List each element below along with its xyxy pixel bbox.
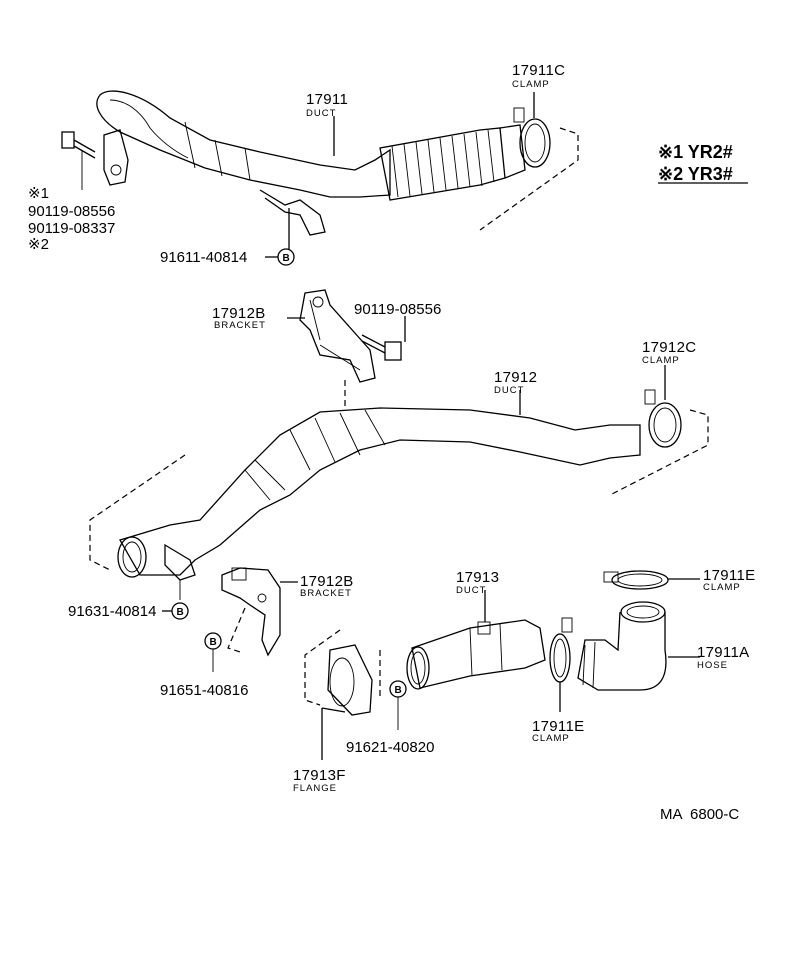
hose-17911a-drawing <box>549 570 700 712</box>
duct-17911-part: 17911 <box>306 91 348 108</box>
bracket-17912b-lower-part: 17912B <box>300 573 354 590</box>
bolt-top-code-1: 90119-08556 <box>28 203 115 220</box>
duct-17912-part: 17912 <box>494 369 537 386</box>
bracket-17912b-lower-name: BRACKET <box>300 588 352 599</box>
duct-17912-drawing <box>89 365 709 600</box>
clamp-17911c-part: 17911C <box>512 62 565 79</box>
nut-91631-code: 91631-40814 <box>68 603 156 620</box>
nut-91621-code: 91621-40820 <box>346 739 434 756</box>
bracket-17912b-lower-drawing <box>221 567 298 657</box>
clamp-17911e-bottom-part: 17911E <box>532 718 584 735</box>
bolt-top-mark-2: ※2 <box>28 236 49 253</box>
clamp-17911e-bottom-name: CLAMP <box>532 733 570 744</box>
hose-17911a-part: 17911A <box>697 644 749 661</box>
bracket-17912b-upper-part: 17912B <box>212 305 266 322</box>
diagram-reference: MA 6800-C <box>660 806 739 823</box>
clamp-17912c-name: CLAMP <box>642 355 680 366</box>
duct-17911-name: DUCT <box>306 108 336 119</box>
duct-17911-drawing <box>61 90 579 250</box>
nut-91621-badge: B <box>395 685 402 696</box>
clamp-17911e-top-part: 17911E <box>703 567 755 584</box>
b-badge-91611 <box>277 248 295 266</box>
flange-17913f-part: 17913F <box>293 767 346 784</box>
clamp-17911c-name: CLAMP <box>512 79 550 90</box>
b-badge-91631 <box>171 602 189 620</box>
flange-17913f-drawing <box>304 629 399 760</box>
duct-17913-name: DUCT <box>456 585 486 596</box>
bolt-top-code-2: 90119-08337 <box>28 220 115 237</box>
nut-91651-badge: B <box>210 637 217 648</box>
legend-row-2: ※2 YR3# <box>658 164 733 184</box>
nut-91651-code: 91651-40816 <box>160 682 248 699</box>
clamp-17911e-top-name: CLAMP <box>703 582 741 593</box>
clamp-17912c-part: 17912C <box>642 339 696 356</box>
duct-17913-part: 17913 <box>456 569 499 586</box>
nut-91611-badge: B <box>283 253 290 264</box>
hose-17911a-name: HOSE <box>697 660 728 671</box>
bracket-17912b-upper-name: BRACKET <box>214 320 266 331</box>
bracket-17912b-upper-drawing <box>287 289 406 410</box>
duct-17913-drawing <box>406 590 546 690</box>
flange-17913f-name: FLANGE <box>293 783 337 794</box>
legend: ※1 YR2# ※2 YR3# <box>658 142 748 184</box>
bolt-top-mark-1: ※1 <box>28 185 49 202</box>
legend-row-1: ※1 YR2# <box>658 142 733 162</box>
nut-91611-code: 91611-40814 <box>160 249 247 266</box>
nut-91631-badge: B <box>177 607 184 618</box>
b-badge-91621 <box>389 680 407 698</box>
bolt-90119-code: 90119-08556 <box>354 301 441 318</box>
duct-17912-name: DUCT <box>494 385 524 396</box>
